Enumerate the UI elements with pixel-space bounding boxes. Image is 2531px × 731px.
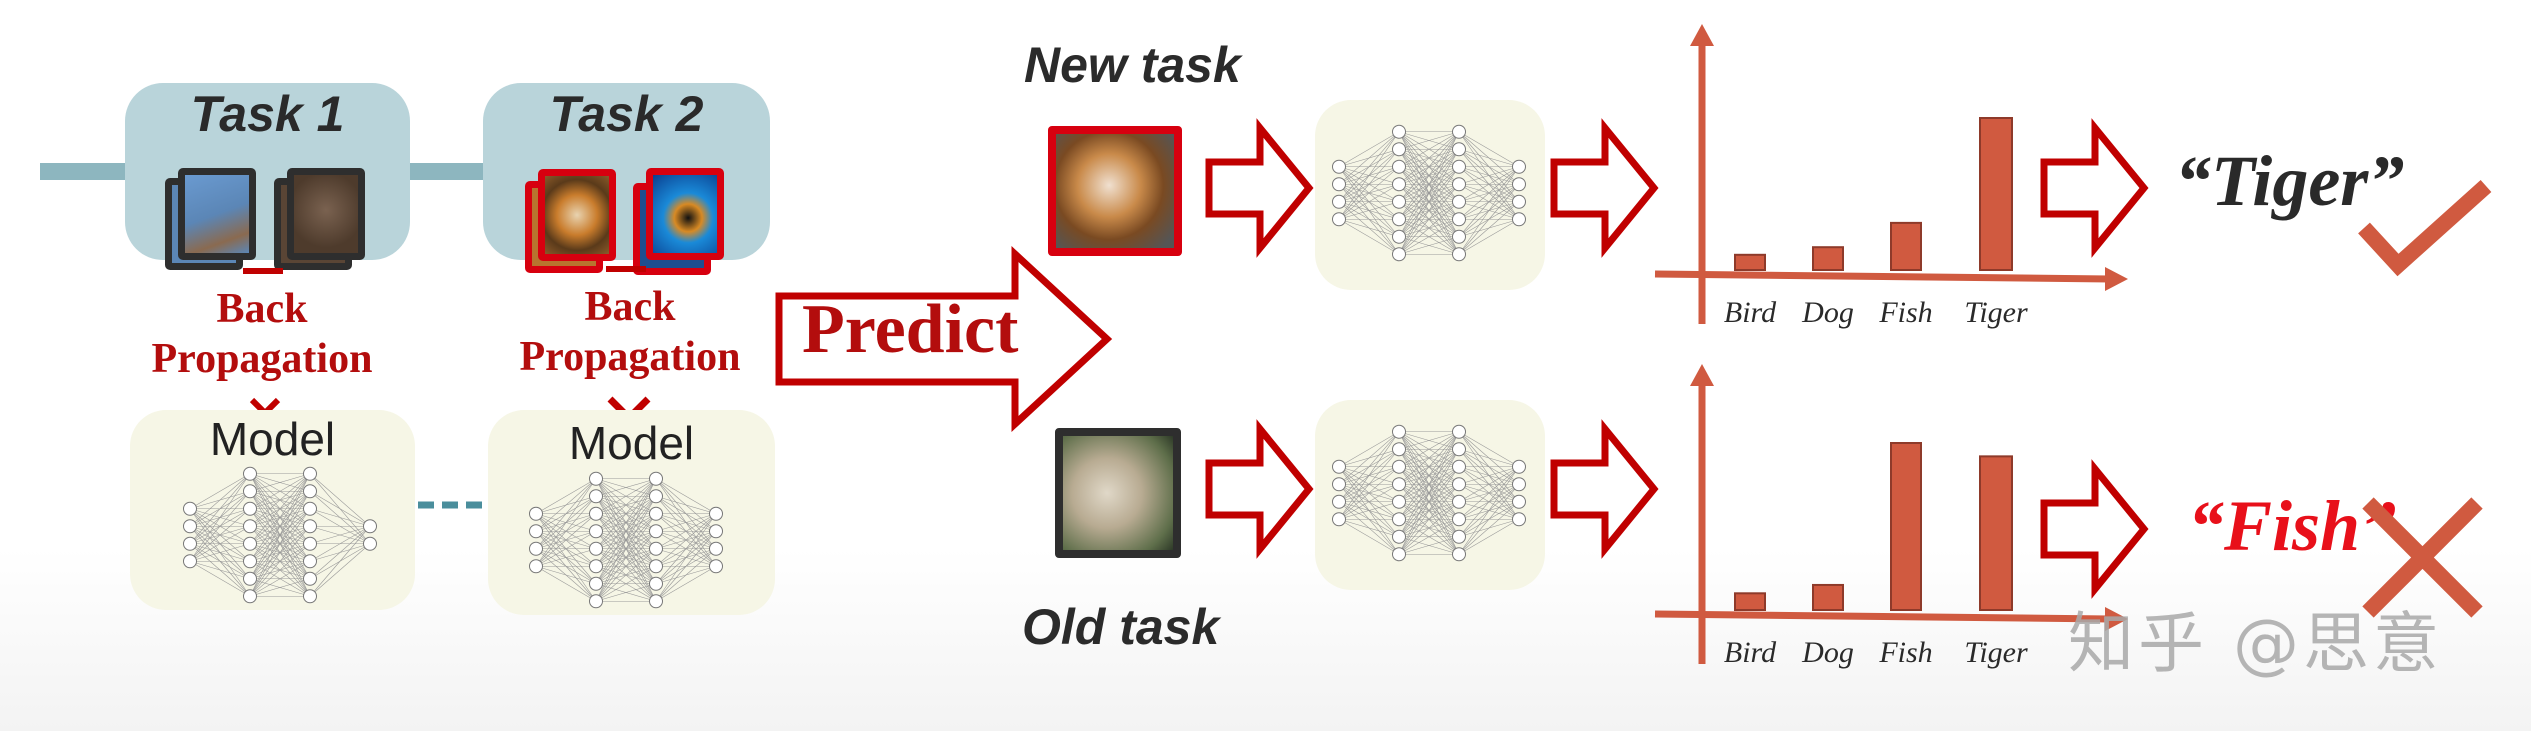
check-icon [2358,180,2492,277]
svg-text:Fish: Fish [1878,636,1932,669]
neural-network-icon [529,471,723,609]
watermark: 知乎 @思意 [2068,605,2443,682]
svg-text:Tiger: Tiger [1964,636,2028,669]
backprop-tick-2 [606,266,646,272]
neural-network-icon [1332,424,1526,562]
task-1-box: Task 1 [125,83,410,270]
svg-text:Bird: Bird [1724,636,1777,669]
predict-arrow [775,246,1113,432]
arrow-right-icon [1205,118,1314,258]
model-2-title: Model [568,417,695,469]
predict-label: Predict [802,291,1019,368]
backprop-label-2: Back Propagation [519,284,741,380]
neural-network-icon [1332,124,1526,262]
backprop-tick-1 [243,268,283,274]
svg-text:Bird: Bird [1724,296,1777,329]
prediction-tiger: “Tiger” [2175,141,2405,221]
dashed-connector [418,501,488,509]
backprop-label-1: Back Propagation [151,286,373,382]
bar-chart-new: Bird Dog Fish Tiger [1654,24,2128,329]
svg-text:Dog: Dog [1801,636,1854,669]
task-2-title: Task 2 [549,86,704,142]
bar-chart-old: Bird Dog Fish Tiger [1654,364,2128,669]
neural-network-icon [183,466,377,604]
network-box-new [1315,100,1545,290]
task-2-box: Task 2 [483,83,770,275]
old-task-label: Old task [1022,599,1220,655]
prediction-fish: “Fish” [2188,486,2397,566]
new-task-label: New task [1024,37,1241,93]
arrow-right-icon [1550,419,1659,559]
arrow-right-icon [1205,419,1314,559]
dog-photo-image [1055,428,1181,558]
svg-text:Fish: Fish [1878,296,1932,329]
model-2-box: Model [488,410,775,615]
model-1-title: Model [209,413,336,465]
arrow-right-icon [1550,118,1659,258]
task-1-title: Task 1 [190,86,345,142]
arrow-right-icon [2040,118,2149,258]
tiger-cub-image [1048,126,1182,256]
network-box-old [1315,400,1545,590]
svg-text:Dog: Dog [1801,296,1854,329]
arrow-right-icon [2040,459,2149,599]
cross-icon [2362,497,2483,618]
svg-text:Tiger: Tiger [1964,296,2028,329]
model-1-box: Model [130,410,415,610]
